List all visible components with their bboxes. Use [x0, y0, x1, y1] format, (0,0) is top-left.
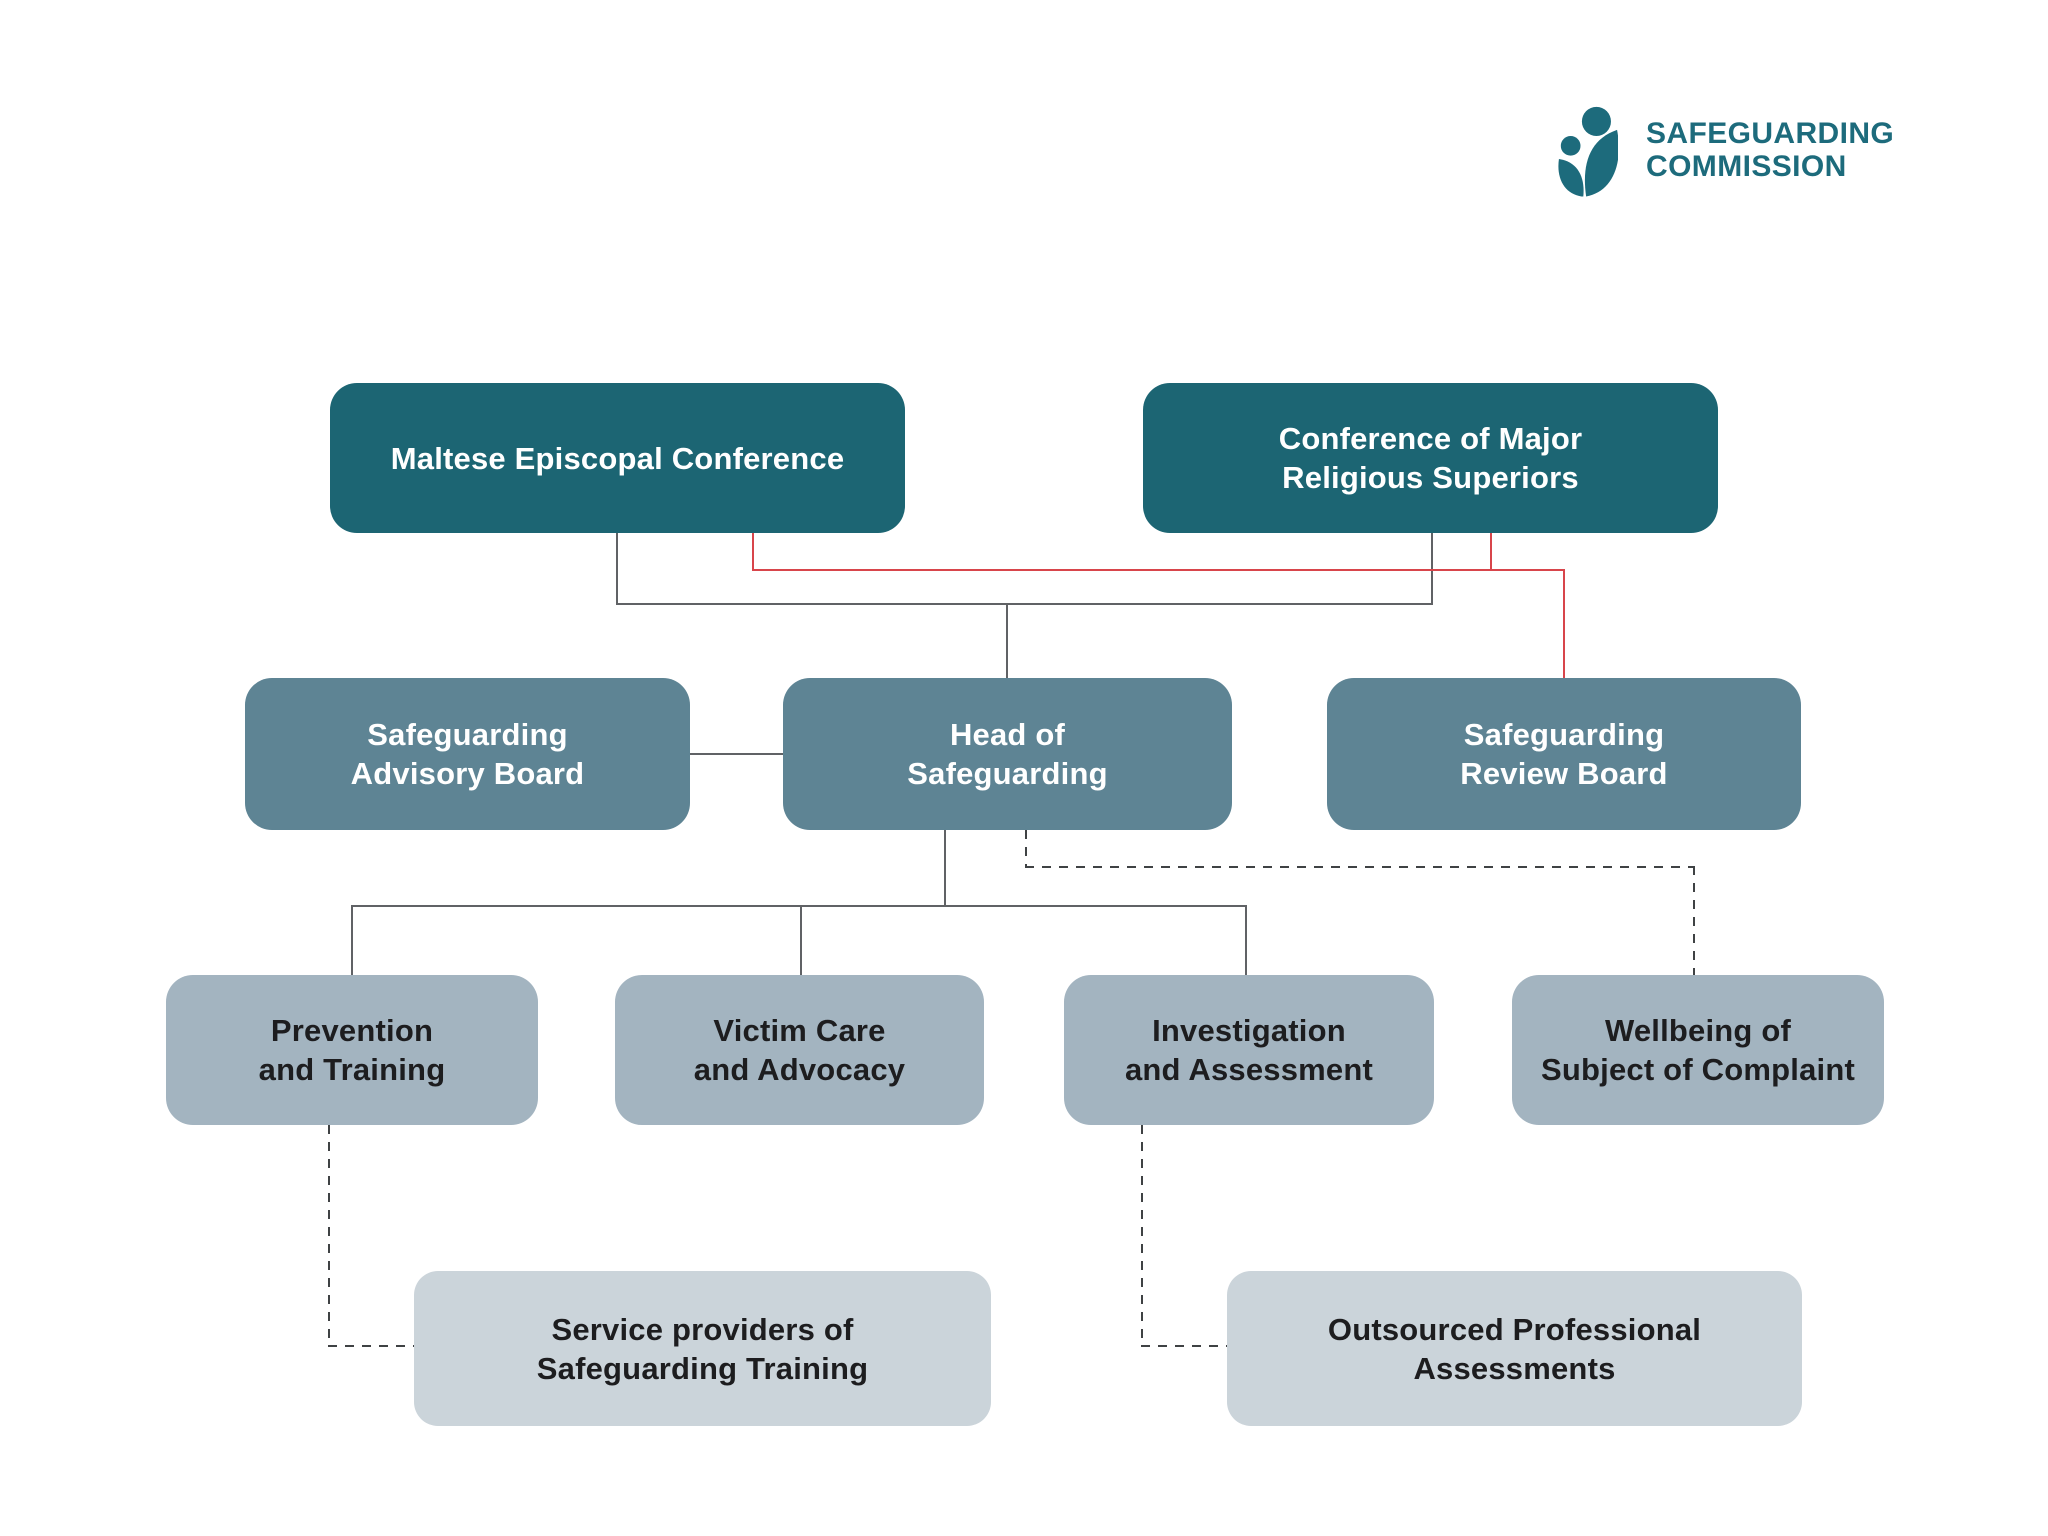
connector-red-to-review-board — [1563, 569, 1565, 678]
connector-top-bus — [616, 603, 1433, 605]
connector-red-mec-drop — [752, 533, 754, 571]
node-label-line: Outsourced Professional — [1327, 1311, 1702, 1347]
node-label-line: Safeguarding — [907, 756, 1108, 791]
node-label-line: Religious Superiors — [1282, 460, 1579, 495]
node-prevention-and-training: Prevention and Training — [166, 975, 538, 1125]
connector-to-victim-care — [800, 907, 802, 975]
connector-to-prevention — [351, 907, 353, 975]
node-label-line: Safeguarding Training — [536, 1350, 869, 1386]
connector-advisory-head — [690, 753, 783, 755]
connector-dashed-to-outsourced — [1141, 1345, 1227, 1347]
connector-mid-bus — [351, 905, 1247, 907]
node-label-line: Review Board — [1460, 756, 1668, 791]
connector-red-cmrs-drop — [1490, 533, 1492, 571]
node-label-line: Wellbeing of — [1604, 1013, 1792, 1048]
connector-dashed-to-wellbeing — [1693, 866, 1695, 975]
node-label-line: and Training — [258, 1052, 446, 1087]
node-investigation-and-assessment: Investigation and Assessment — [1064, 975, 1434, 1125]
node-wellbeing-of-subject-of-complaint: Wellbeing of Subject of Complaint — [1512, 975, 1884, 1125]
connector-mec-drop — [616, 533, 618, 605]
connector-head-drop — [944, 830, 946, 907]
node-safeguarding-advisory-board: Safeguarding Advisory Board — [245, 678, 690, 830]
node-outsourced-professional-assessments: Outsourced Professional Assessments — [1227, 1271, 1802, 1426]
node-label-line: Head of — [949, 717, 1066, 752]
connector-dashed-to-service-providers — [328, 1345, 414, 1347]
node-safeguarding-review-board: Safeguarding Review Board — [1327, 678, 1801, 830]
logo-wordmark-line2: COMMISSION — [1646, 150, 1847, 183]
node-label-line: Conference of Major — [1278, 421, 1583, 456]
node-label-line: Investigation — [1152, 1013, 1346, 1048]
connector-dashed-head-drop — [1025, 830, 1027, 868]
node-label-line: Prevention — [270, 1013, 434, 1048]
node-label-line: Safeguarding — [367, 717, 568, 752]
connector-to-head — [1006, 605, 1008, 678]
connector-dashed-prevention-drop — [328, 1125, 330, 1346]
node-label-line: and Assessment — [1124, 1052, 1374, 1087]
connector-red-bus — [752, 569, 1565, 571]
node-head-of-safeguarding: Head of Safeguarding — [783, 678, 1232, 830]
node-victim-care-and-advocacy: Victim Care and Advocacy — [615, 975, 984, 1125]
logo-wordmark-line1: SAFEGUARDING — [1646, 117, 1895, 150]
node-label-line: Service providers of — [551, 1311, 854, 1347]
node-label-line: Safeguarding — [1463, 717, 1665, 752]
node-label-line: Victim Care — [713, 1013, 886, 1048]
connector-dashed-investigation-drop — [1141, 1125, 1143, 1346]
logo: SAFEGUARDING COMMISSION — [1558, 101, 1894, 200]
node-maltese-episcopal-conference: Maltese Episcopal Conference — [330, 383, 905, 533]
node-label-line: Assessments — [1413, 1350, 1616, 1386]
safeguarding-commission-logo-icon — [1558, 106, 1618, 197]
connector-to-investigation — [1245, 907, 1247, 975]
node-label-line: Subject of Complaint — [1541, 1052, 1855, 1087]
connector-dashed-head-bus — [1025, 866, 1695, 868]
node-service-providers-of-safeguarding-training: Service providers of Safeguarding Traini… — [414, 1271, 991, 1426]
node-label-line: Maltese Episcopal Conference — [390, 440, 845, 476]
logo-wordmark: SAFEGUARDING COMMISSION — [1646, 117, 1894, 183]
node-label-line: and Advocacy — [693, 1052, 906, 1087]
node-conference-of-major-religious-superiors: Conference of Major Religious Superiors — [1143, 383, 1718, 533]
node-label-line: Advisory Board — [350, 756, 585, 791]
